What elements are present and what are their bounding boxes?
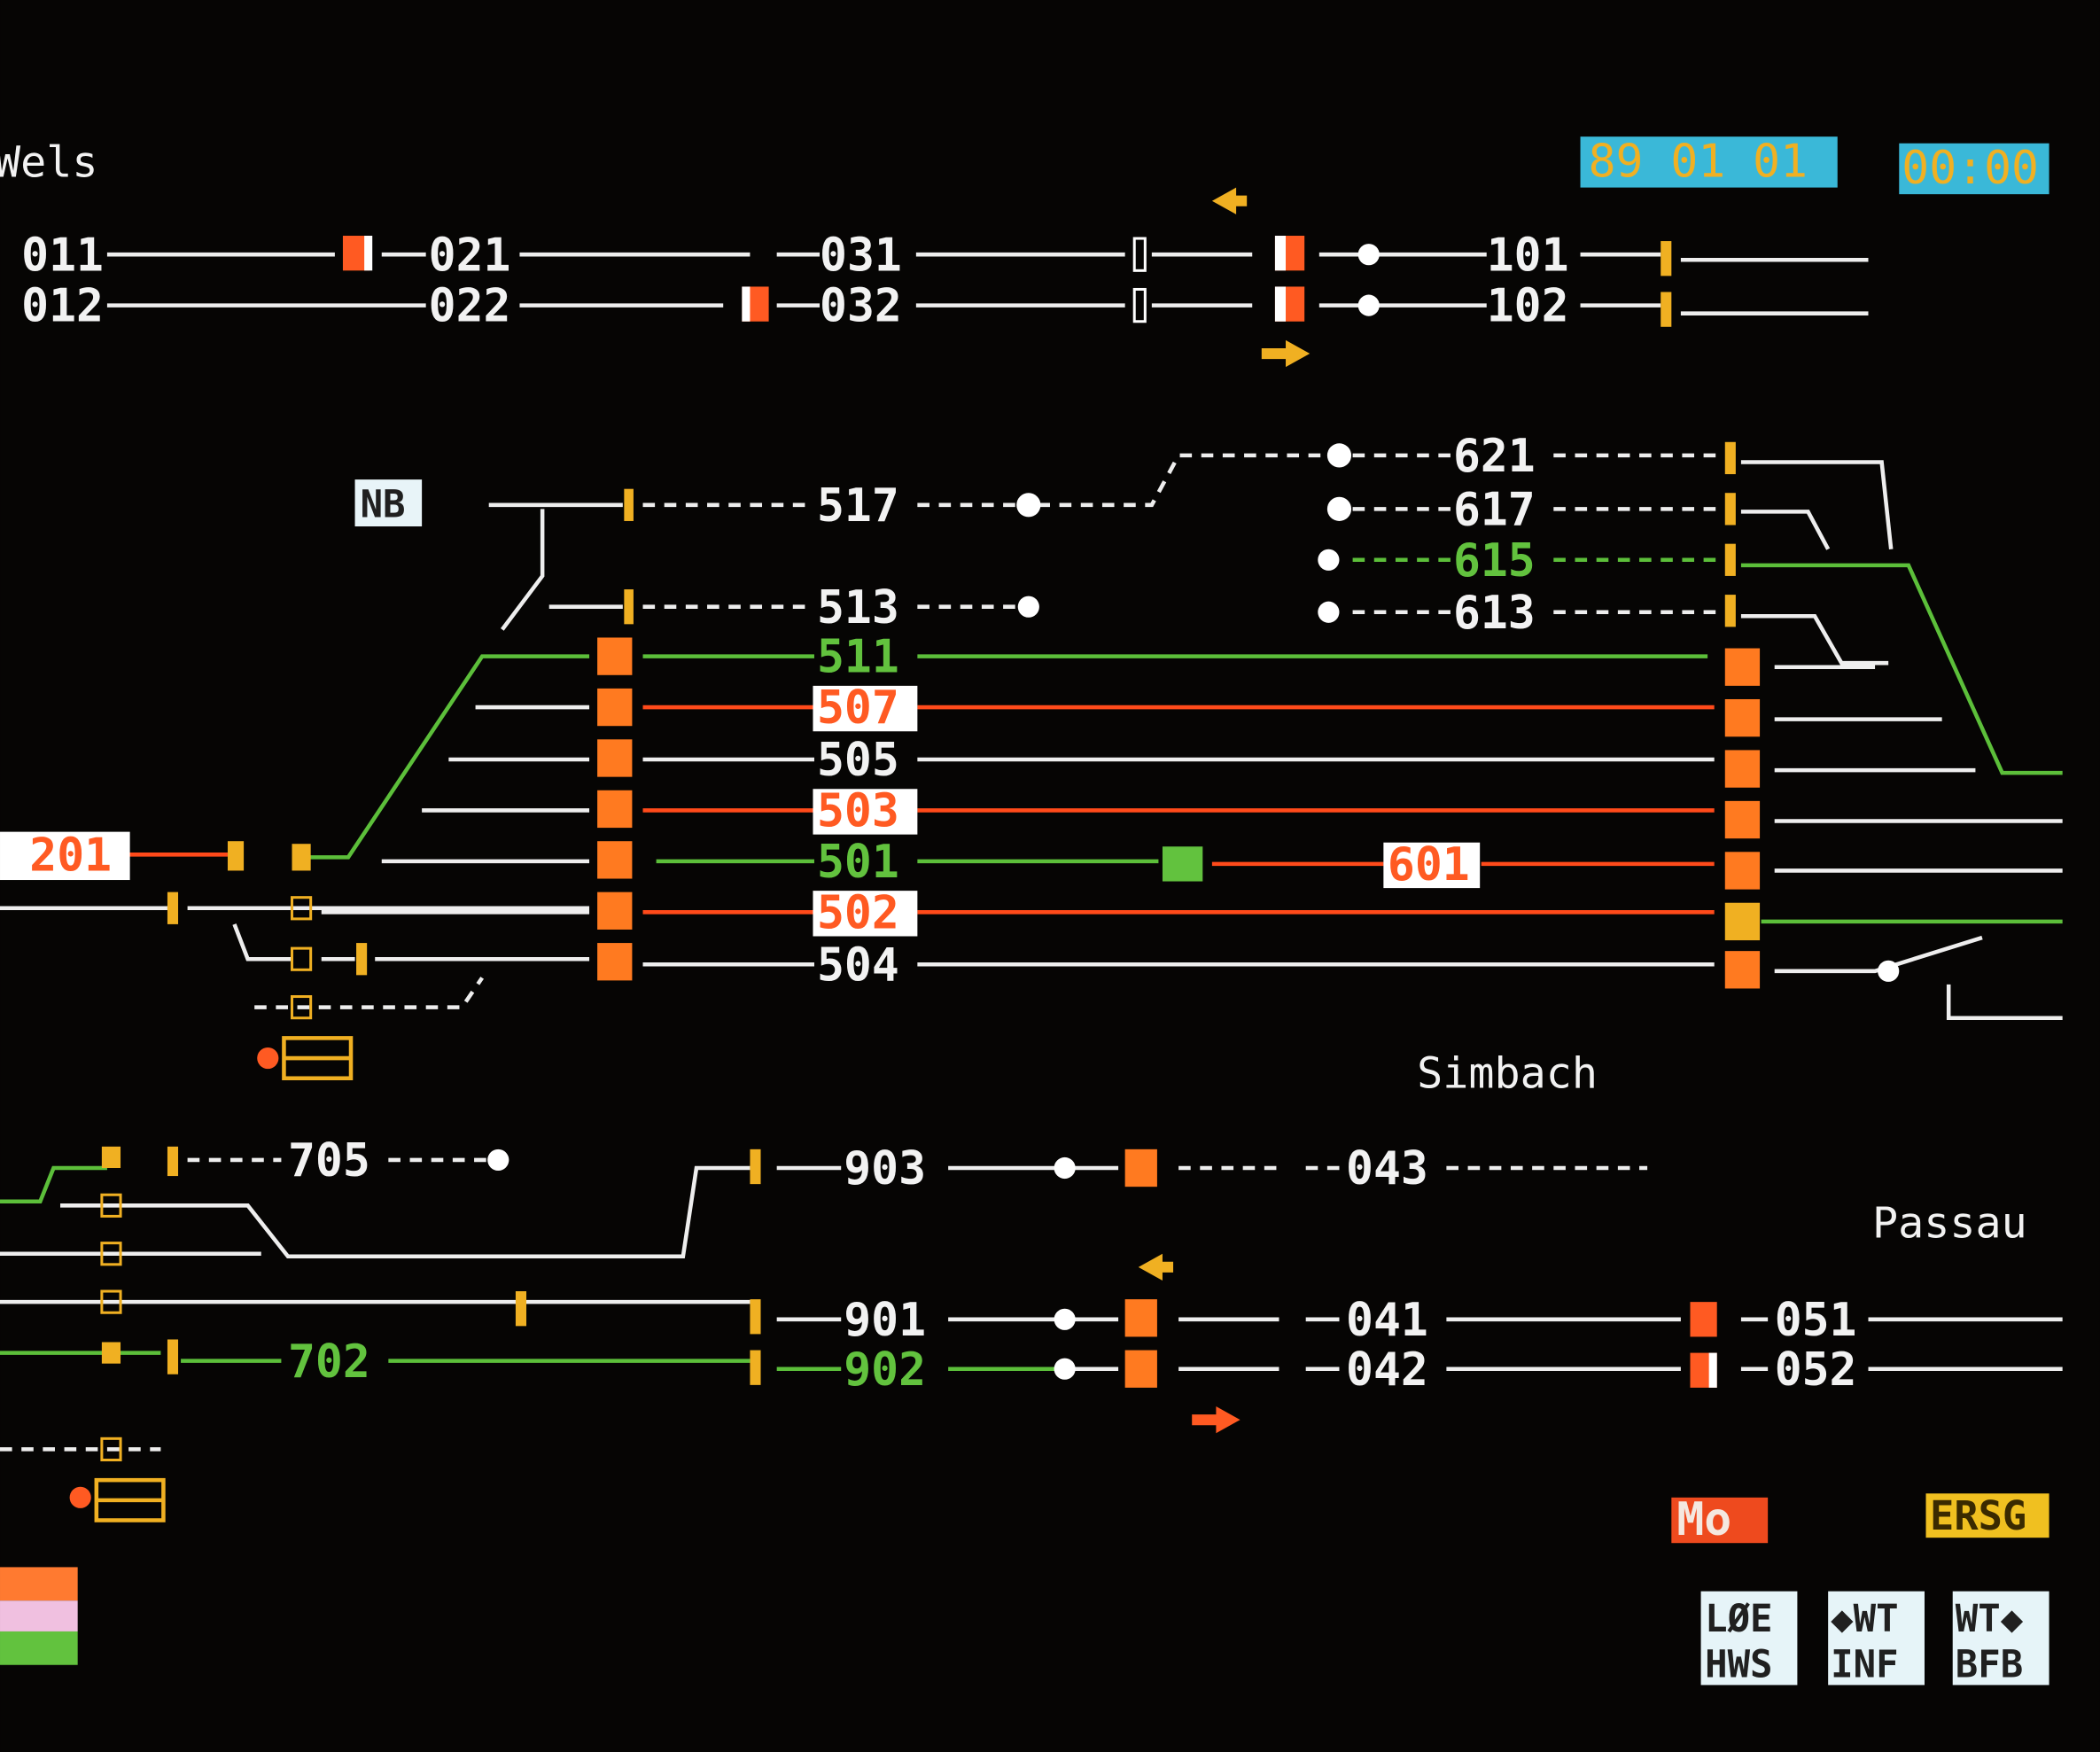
arrow-right-icon <box>1192 1406 1241 1434</box>
track-702[interactable]: 702 <box>288 1335 370 1389</box>
station-passau: Passau <box>1872 1199 2027 1249</box>
ersg-tag[interactable]: ERSG <box>1925 1492 2049 1539</box>
track-032[interactable]: 032 <box>820 280 902 333</box>
track-052[interactable]: 052 <box>1775 1343 1857 1397</box>
button-wt-inf[interactable]: ◆WT INF <box>1828 1591 1925 1686</box>
track-102[interactable]: 102 <box>1487 280 1569 333</box>
track-505[interactable]: 505 <box>817 734 899 787</box>
track-902[interactable]: 902 <box>844 1343 926 1397</box>
svg-text:WT◆: WT◆ <box>1956 1597 2024 1640</box>
svg-text:◆WT: ◆WT <box>1831 1597 1898 1640</box>
track-011[interactable]: 011 <box>21 229 104 282</box>
track-517[interactable]: 517 <box>817 479 899 533</box>
track-901[interactable]: 901 <box>844 1294 926 1347</box>
signal[interactable] <box>1661 292 1672 327</box>
svg-text:INF: INF <box>1831 1642 1898 1686</box>
track-613[interactable]: 613 <box>1453 587 1536 640</box>
track-903[interactable]: 903 <box>844 1142 926 1195</box>
color-swatches <box>0 1567 78 1665</box>
track-621[interactable]: 621 <box>1453 430 1536 483</box>
track-101[interactable]: 101 <box>1487 229 1569 282</box>
track-042[interactable]: 042 <box>1346 1343 1428 1397</box>
track-021[interactable]: 021 <box>429 229 511 282</box>
track-507[interactable]: 507 <box>817 681 899 735</box>
track-502[interactable]: 502 <box>817 886 899 939</box>
station-wels: Wels <box>0 138 97 188</box>
track-705[interactable]: 705 <box>288 1134 370 1187</box>
arrow-left-icon <box>1138 1253 1174 1281</box>
track-615[interactable]: 615 <box>1453 534 1536 588</box>
track-201[interactable]: 201 <box>29 829 112 882</box>
train-icon <box>69 1477 166 1522</box>
track-041[interactable]: 041 <box>1346 1294 1428 1347</box>
track-601[interactable]: 601 <box>1388 838 1470 892</box>
date-display: 89 01 01 <box>1580 136 1838 189</box>
nb-tag[interactable]: NB <box>354 479 423 527</box>
train-icon <box>257 1036 354 1080</box>
track-043[interactable]: 043 <box>1346 1142 1428 1195</box>
station-simbach: Simbach <box>1417 1048 1598 1098</box>
sidings <box>488 441 2063 775</box>
svg-text:LØE: LØE <box>1705 1597 1772 1640</box>
track-051[interactable]: 051 <box>1775 1294 1857 1347</box>
track-022[interactable]: 022 <box>429 280 511 333</box>
svg-text:00:00: 00:00 <box>1902 142 2039 195</box>
svg-text:89 01 01: 89 01 01 <box>1589 136 1808 189</box>
button-wt-bfb[interactable]: WT◆ BFB <box>1952 1591 2049 1686</box>
arrow-right-icon <box>1261 339 1311 368</box>
track-501[interactable]: 501 <box>817 836 899 889</box>
svg-text:Mo: Mo <box>1676 1493 1731 1546</box>
track-513[interactable]: 513 <box>817 581 899 635</box>
svg-text:NB: NB <box>361 482 406 526</box>
track-503[interactable]: 503 <box>817 785 899 838</box>
button-loe-hws[interactable]: LØE HWS <box>1700 1591 1798 1686</box>
track-617[interactable]: 617 <box>1453 483 1536 536</box>
line-passau <box>0 1146 2063 1522</box>
track-031[interactable]: 031 <box>820 229 902 282</box>
track-511[interactable]: 511 <box>817 631 899 684</box>
line-wels-top <box>106 187 1869 368</box>
track-504[interactable]: 504 <box>817 938 899 992</box>
svg-text:BFB: BFB <box>1956 1642 2023 1686</box>
station-tracks <box>0 637 2063 1080</box>
svg-text:ERSG: ERSG <box>1930 1492 2026 1539</box>
signal[interactable] <box>1661 241 1672 276</box>
mode-tag[interactable]: Mo <box>1671 1493 1769 1546</box>
svg-text:HWS: HWS <box>1705 1642 1772 1686</box>
track-012[interactable]: 012 <box>21 280 104 333</box>
arrow-left-icon <box>1211 187 1248 214</box>
time-display: 00:00 <box>1899 142 2049 195</box>
